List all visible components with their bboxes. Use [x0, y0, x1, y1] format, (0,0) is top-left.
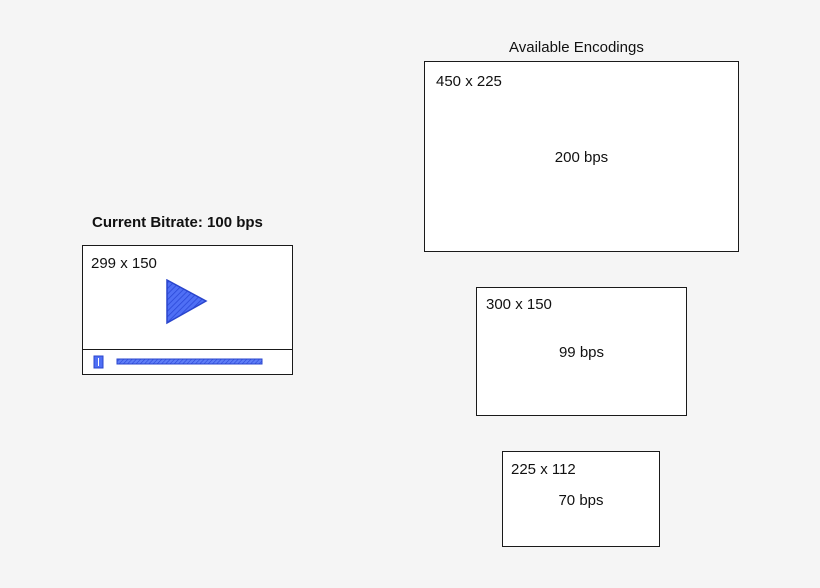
available-encodings-title: Available Encodings — [509, 39, 644, 56]
encoding-bitrate: 99 bps — [558, 344, 605, 361]
encoding-resolution: 450 x 225 — [436, 73, 502, 90]
encoding-bitrate: 70 bps — [558, 492, 604, 509]
encoding-bitrate: 200 bps — [554, 149, 609, 166]
encoding-card: 300 x 150 99 bps — [476, 287, 687, 416]
encoding-card: 225 x 112 70 bps — [502, 451, 660, 547]
encoding-card: 450 x 225 200 bps — [424, 61, 739, 252]
video-player: 299 x 150 — [82, 245, 293, 375]
encoding-resolution: 300 x 150 — [486, 296, 552, 313]
progress-bar[interactable] — [116, 358, 264, 366]
pause-icon[interactable] — [93, 355, 105, 369]
player-resolution: 299 x 150 — [91, 255, 157, 272]
current-bitrate-title: Current Bitrate: 100 bps — [92, 214, 263, 231]
play-icon[interactable] — [165, 279, 209, 325]
player-controls-divider — [83, 349, 292, 350]
encoding-resolution: 225 x 112 — [511, 461, 576, 478]
